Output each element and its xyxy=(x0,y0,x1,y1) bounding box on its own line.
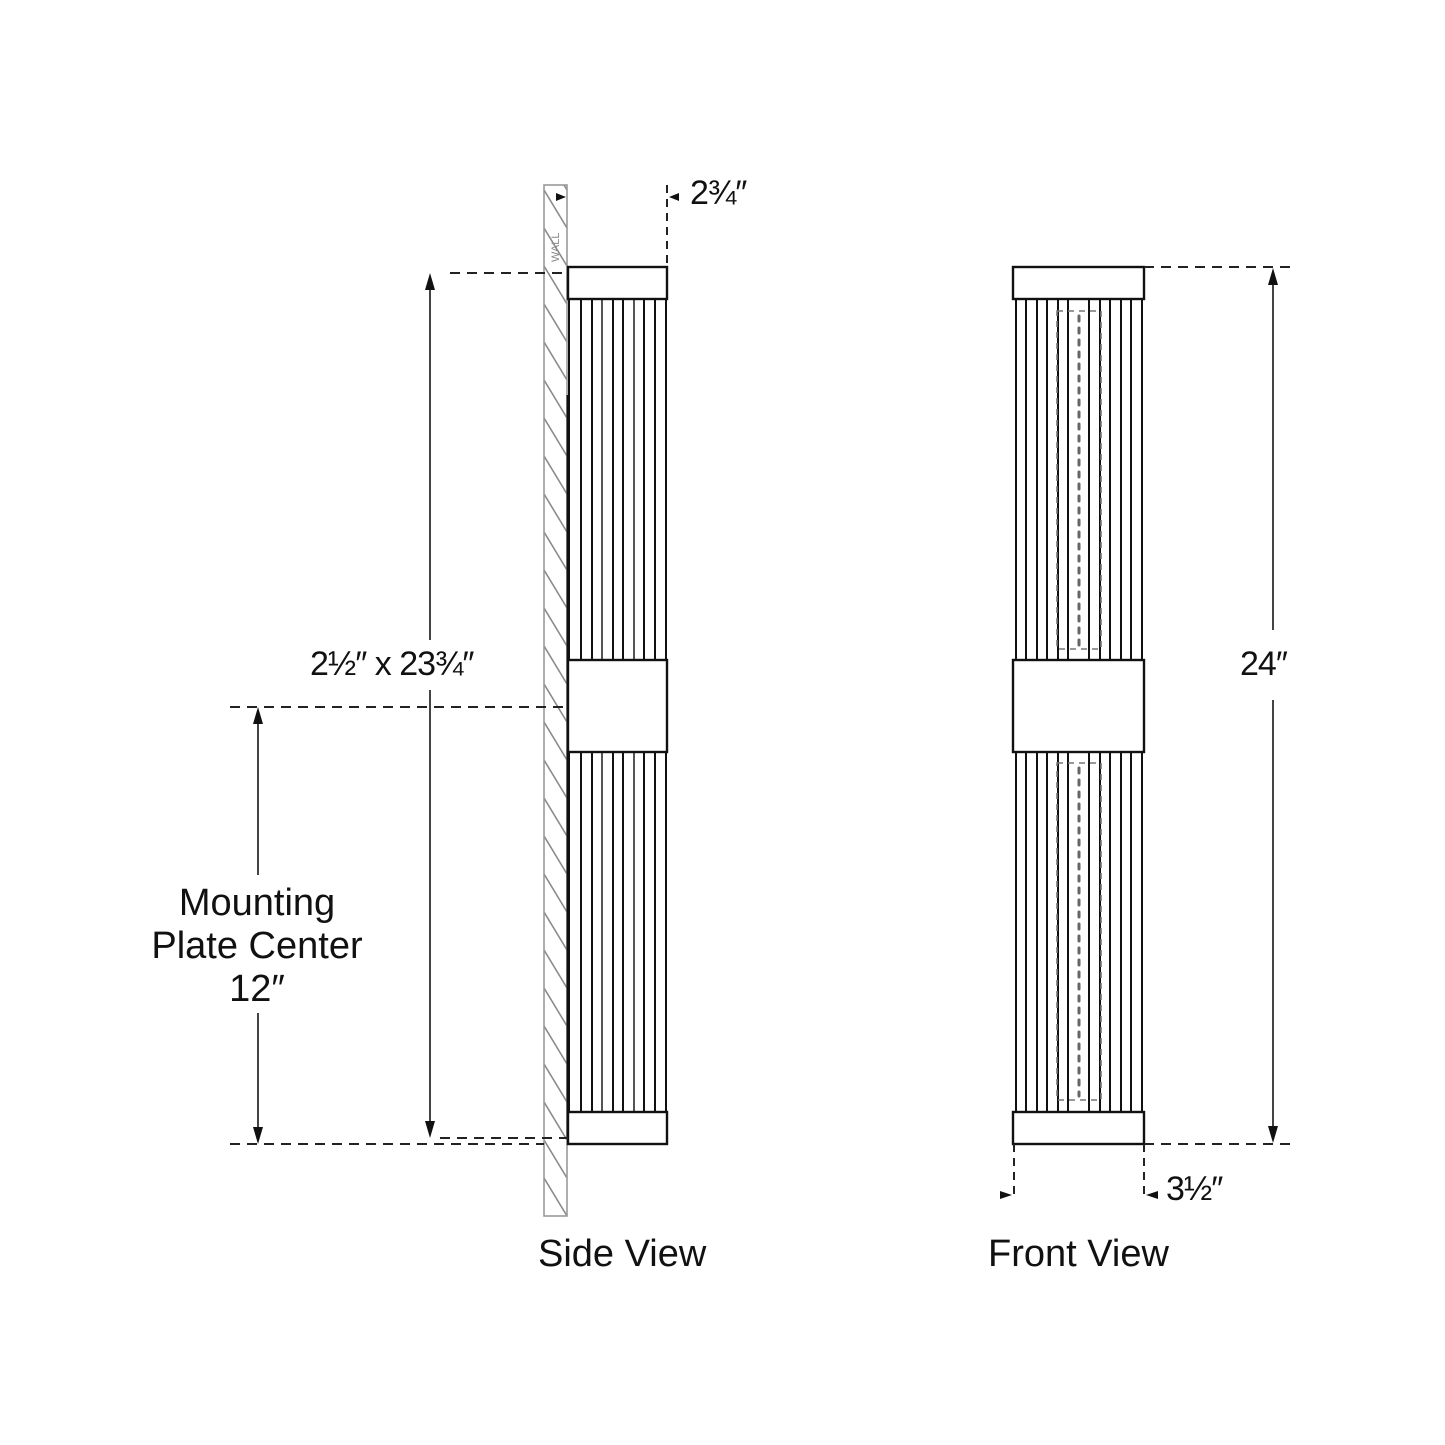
side-fixture xyxy=(566,265,669,1146)
front-view xyxy=(1000,265,1292,1200)
wall-section xyxy=(543,184,568,1217)
front-fixture xyxy=(1011,265,1146,1146)
backplate-dimension: 2½″ x 23¾″ xyxy=(310,645,474,683)
mounting-label-line2: Plate Center xyxy=(151,925,363,967)
mounting-plate-center-label: Mounting Plate Center 12″ xyxy=(135,882,379,1011)
side-view xyxy=(230,184,679,1217)
front-view-label: Front View xyxy=(988,1233,1169,1275)
width-dimension: 3½″ xyxy=(1166,1170,1223,1208)
height-dimension: 24″ xyxy=(1240,645,1288,683)
mounting-label-line1: Mounting xyxy=(178,882,336,924)
wall-label: WALL xyxy=(550,232,562,262)
side-view-label: Side View xyxy=(538,1233,707,1275)
depth-dimension: 2¾″ xyxy=(690,174,747,212)
mounting-value: 12″ xyxy=(229,968,285,1010)
